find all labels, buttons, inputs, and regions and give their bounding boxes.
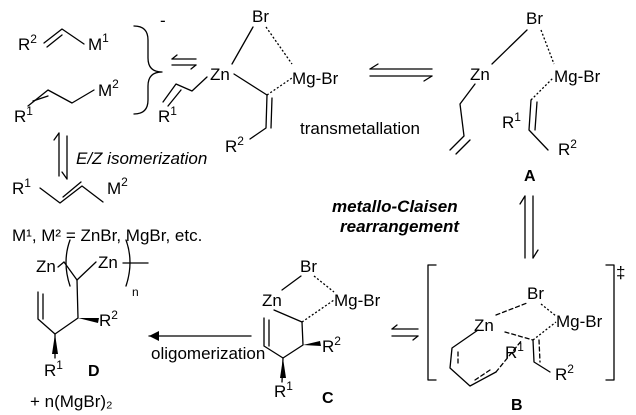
metal-definition: M¹, M² = ZnBr, MgBr, etc. (12, 226, 202, 245)
svg-text:R2: R2 (558, 137, 577, 159)
svg-text:R1: R1 (274, 379, 293, 401)
alkene-1-double-bond (46, 34, 63, 48)
svg-text:R2: R2 (225, 134, 244, 156)
svg-text:R1: R1 (505, 340, 524, 362)
zn-label-B: Zn (474, 316, 494, 335)
r2-superscript: 2 (30, 32, 37, 46)
equilibrium-arrow-4 (391, 324, 419, 341)
compound-label-C: C (322, 390, 334, 407)
br-label-B: Br (527, 284, 544, 303)
compound-label-A: A (524, 168, 536, 185)
svg-text:M1: M1 (88, 31, 109, 54)
m2-label: M (98, 81, 112, 100)
intermediate-A: Br Zn Mg-Br R1 R2 A (449, 9, 601, 185)
anion-charge: - (160, 11, 166, 30)
metallo-claisen-label-2: rearrangement (340, 217, 460, 236)
svg-text:R1: R1 (12, 176, 31, 198)
transmetallation-label: transmetallation (300, 119, 420, 138)
svg-text:R2: R2 (99, 308, 118, 330)
alkene-2-double-bond (32, 95, 49, 102)
svg-text:R1: R1 (158, 104, 177, 126)
br-label-A: Br (526, 9, 543, 28)
oligomerization-label: oligomerization (151, 344, 265, 363)
svg-text:M2: M2 (98, 77, 119, 100)
br-label-C: Br (300, 257, 317, 276)
mgbr-label-1: Mg-Br (292, 69, 339, 88)
m1-label: M (88, 35, 102, 54)
r1-label: R (14, 107, 26, 126)
mgbr-label-A: Mg-Br (554, 67, 601, 86)
double-dagger: ‡ (616, 263, 625, 282)
zn-label-D1: Zn (36, 257, 56, 276)
mgbr-label-C: Mg-Br (334, 291, 381, 310)
m2-superscript: 2 (112, 77, 119, 91)
svg-text:R1: R1 (14, 104, 33, 126)
repeat-n: n (132, 285, 139, 299)
alkene-1-bond (43, 28, 85, 45)
reagents-group: R2 M1 M2 R1 - (14, 11, 166, 126)
zn-label-D2: Zn (98, 253, 118, 272)
zn-label-1: Zn (210, 65, 230, 84)
mgbr-label-B: Mg-Br (556, 312, 603, 331)
ez-isomerization-label: E/Z isomerization (76, 149, 207, 168)
right-brace (133, 25, 163, 115)
compound-label-B: B (511, 397, 523, 414)
dimetal-intermediate: Br Zn Mg-Br R1 R2 (158, 7, 339, 156)
svg-text:R2: R2 (322, 334, 341, 356)
metallo-claisen-label-1: metallo-Claisen (332, 197, 458, 216)
svg-text:M2: M2 (107, 175, 128, 198)
zn-label-A: Zn (470, 65, 490, 84)
r2-label: R (18, 35, 30, 54)
oligomer-D: Zn Zn n R2 R1 D (36, 239, 149, 380)
equilibrium-arrow-1 (171, 54, 197, 70)
compound-label-D: D (88, 363, 100, 380)
alkene-2-bond (27, 89, 95, 107)
equilibrium-arrow-3 (519, 195, 539, 259)
product-C: Br Zn Mg-Br R2 R1 C (262, 257, 381, 407)
byproduct-label: + n(MgBr)₂ (30, 392, 113, 411)
equilibrium-arrow-2 (369, 63, 433, 82)
transition-state-B: ‡ Br Zn Mg-Br R1 R2 B (427, 263, 625, 414)
zn-label-C: Zn (262, 291, 282, 310)
r1-superscript: 1 (26, 104, 33, 118)
svg-text:R2: R2 (555, 362, 574, 384)
oligomerization-arrow (148, 331, 252, 341)
svg-text:R1: R1 (44, 358, 63, 380)
svg-text:R1: R1 (502, 110, 521, 132)
br-label-1: Br (252, 7, 269, 26)
isomerization-arrows (53, 132, 68, 180)
m1-superscript: 1 (102, 31, 109, 45)
e-alkene: R1 M2 (12, 175, 128, 204)
svg-text:R2: R2 (18, 32, 37, 54)
